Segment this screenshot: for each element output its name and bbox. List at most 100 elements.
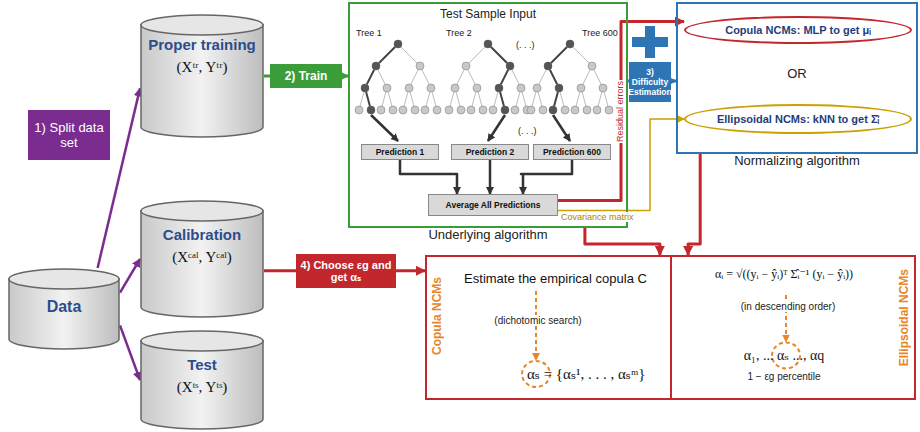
tree-node: [389, 106, 397, 114]
node-text: αᵢ = √((yᵢ − ŷᵢ)ᵀ Σ̂ᵢ⁻¹ (yᵢ − ŷᵢ)): [676, 267, 892, 282]
tree-node: [571, 106, 579, 114]
tree-node: [588, 62, 596, 70]
node-title: Proper training: [140, 36, 264, 53]
average-box: Average All Predictions: [428, 194, 558, 216]
tree-node-active: [361, 84, 369, 92]
tree-node: [539, 106, 547, 114]
tree-label: (. . .): [516, 40, 535, 50]
tree-node: [355, 106, 363, 114]
ncm-ellipse: Ellipsoidal NCMs: kNN to get Σ̂ᵢ: [684, 104, 912, 134]
edge-label: Covariance matrix: [560, 212, 635, 222]
tree-node: [555, 84, 563, 92]
connector-arrow: [120, 325, 140, 380]
node-title: Test Sample Input: [350, 7, 626, 21]
tree-node: [457, 106, 465, 114]
tree-node: [484, 40, 492, 48]
prediction-box: Prediction 1: [361, 144, 439, 160]
tree-node: [416, 62, 424, 70]
connector-arrow: [688, 154, 700, 255]
tree-node: [473, 84, 481, 92]
tree-node-active: [367, 106, 375, 114]
tree-node: [583, 106, 591, 114]
prediction-box: Prediction 600: [533, 144, 611, 160]
cylinder-top: [141, 201, 263, 221]
tree-node-active: [394, 40, 402, 48]
tree-node: [467, 106, 475, 114]
node-title: Prediction 600: [543, 147, 601, 157]
ncm-ellipse: Copula NCMs: MLP to get μᵢ: [684, 16, 912, 44]
node-title: Ellipsoidal NCMs: [897, 269, 911, 366]
node-text: Underlying algorithm: [350, 227, 626, 242]
step-box: 3) Difficulty Estimation: [629, 62, 671, 102]
tree-node: [593, 106, 601, 114]
tree-node: [383, 84, 391, 92]
prediction-box: Prediction 2: [451, 144, 529, 160]
node-text: αₛ = {αₛ¹, . . . , αₛᵐ}: [527, 365, 645, 383]
algorithm-panel: Test Sample InputUnderlying algorithmPre…: [348, 2, 628, 228]
dataset-cylinder: Proper training (Xᵗʳ, Yᵗʳ): [140, 14, 264, 138]
node-text: (dichotomic search): [488, 315, 588, 326]
connector-arrow: [558, 22, 684, 201]
node-title: Test: [140, 356, 264, 373]
cylinder-body: [141, 24, 263, 137]
connector-arrow: [400, 160, 457, 194]
prediction-arrow: [371, 115, 398, 141]
step-box: 1) Split data set: [28, 110, 110, 160]
tree-branch: [570, 44, 592, 66]
tree-node: [501, 106, 509, 114]
tree-label: Tree 2: [446, 28, 472, 38]
tree-node-active: [549, 106, 557, 114]
step-box: 2) Train: [270, 64, 342, 88]
tree-node-active: [544, 62, 552, 70]
step-box: 4) Choose εg and get αₛ: [296, 254, 396, 288]
node-title: 1) Split data set: [32, 120, 106, 150]
tree-node: [599, 84, 607, 92]
tree-node: [421, 106, 429, 114]
node-title: Copula NCMs: [430, 277, 444, 355]
node-text: (Xᵗʳ, Yᵗʳ): [140, 59, 264, 76]
tree-node-active: [372, 62, 380, 70]
prediction-arrow: [553, 115, 570, 141]
dataset-cylinder: Test (Xᵗˢ, Yᵗˢ): [140, 330, 264, 430]
tree-node: [462, 62, 470, 70]
tree-node: [506, 62, 514, 70]
node-title: Calibration: [140, 226, 264, 243]
tree-label: (. . .): [518, 126, 537, 136]
tree-node: [479, 106, 487, 114]
tree-node: [367, 106, 375, 114]
node-text: (in descending order): [733, 301, 843, 312]
tree-node: [372, 62, 380, 70]
tree-node: [533, 84, 541, 92]
tree-node: [361, 84, 369, 92]
node-title: Prediction 2: [466, 147, 515, 157]
tree-node: [511, 106, 519, 114]
tree-branch: [548, 44, 570, 66]
normalizing-panel: ORNormalizing algorithmCopula NCMs: MLP …: [676, 2, 918, 154]
tree-node: [427, 84, 435, 92]
node-title: Ellipsoidal NCMs: kNN to get Σ̂ᵢ: [717, 113, 879, 125]
node-text: 1 − εg percentile: [676, 371, 892, 382]
edge-label: Residual errors: [615, 80, 625, 143]
cylinder-top: [9, 269, 119, 289]
tree-label: Tree 1: [356, 28, 382, 38]
calibration-panel: Copula NCMsEstimate the empirical copula…: [425, 255, 672, 400]
tree-node: [433, 106, 441, 114]
tree-node-active: [555, 84, 563, 92]
node-title: Average All Predictions: [446, 200, 541, 210]
tree-node-active: [501, 106, 509, 114]
connector-arrow: [489, 160, 492, 194]
node-text: (Xᵗˢ, Yᵗˢ): [140, 379, 264, 396]
tree-node: [399, 106, 407, 114]
node-title: OR: [678, 66, 916, 81]
tree-node: [411, 106, 419, 114]
tree-branch: [376, 44, 398, 66]
dataset-cylinder: Calibration(Xᶜᵃˡ, Yᶜᵃˡ): [140, 200, 264, 318]
connector-arrow: [521, 160, 572, 194]
tree-node-active: [566, 40, 574, 48]
tree-node: [566, 40, 574, 48]
tree-node: [549, 106, 557, 114]
